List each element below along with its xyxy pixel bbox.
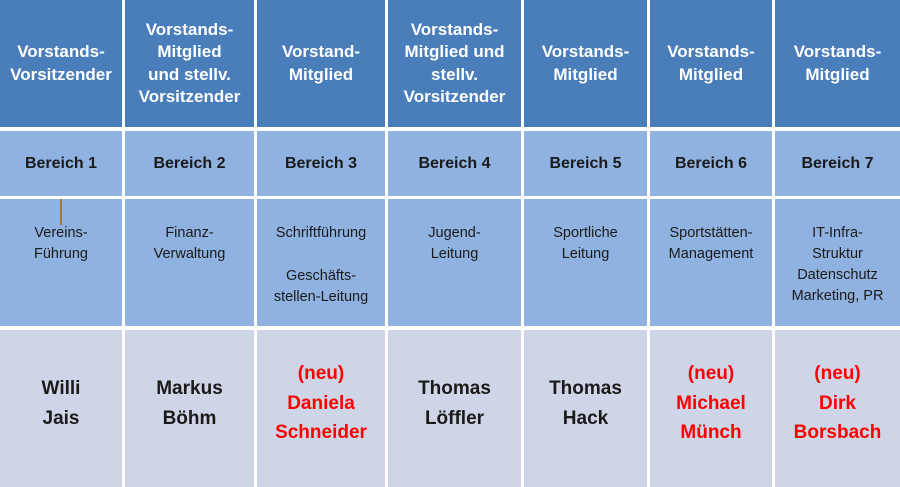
task-line: Schriftführung [275,225,367,241]
role-line: Mitglied [288,64,354,84]
task-line: Datenschutz [797,267,878,284]
person-name-line: Jais [42,407,80,429]
role-line: Vorsitzender [138,86,241,106]
task-line: Leitung [561,246,610,263]
task-line: IT-Infra- [812,225,863,241]
task-line: Jugend- [428,225,481,241]
person-name-line: Schneider [275,422,367,444]
task-line: Marketing, PR [791,288,884,305]
role-line: Mitglied [157,42,222,62]
role-line: Vorstands- [17,42,105,62]
person-name-line: Thomas [549,378,622,400]
new-badge: (neu) [297,363,345,385]
area-label: Bereich 5 [549,154,622,172]
person-name-line: Markus [156,378,223,400]
new-badge: (neu) [814,363,861,385]
area-label: Bereich 6 [674,154,748,172]
task-line: Leitung [430,246,479,263]
role-line: Mitglied [678,64,744,84]
task-line: Sportstätten- [669,225,753,241]
task-cell-1: Vereins- Führung [0,199,125,330]
task-line: Geschäfts- [285,268,357,285]
role-line: Mitglied [805,64,870,84]
role-cell-5: Vorstands-Mitglied [524,0,650,131]
task-line: stellen-Leitung [273,289,369,306]
role-cell-3: Vorstand-Mitglied [257,0,388,131]
role-line: Vorstands- [667,42,755,62]
area-cell-3: Bereich 3 [257,131,388,199]
area-label: Bereich 2 [153,154,226,172]
task-cell-2: Finanz- Verwaltung [125,199,257,330]
task-line: Führung [33,246,88,263]
area-label: Bereich 7 [801,154,874,172]
role-line: Mitglied und [404,42,505,62]
task-cell-6: Sportstätten- Management [650,199,775,330]
role-cell-6: Vorstands-Mitglied [650,0,775,131]
person-name-line: Dirk [819,392,856,414]
role-cell-1: Vorstands-Vorsitzender [0,0,125,131]
new-badge: (neu) [687,363,735,385]
task-cell-4: Jugend- Leitung [388,199,524,330]
task-line: Struktur [812,246,863,263]
area-label: Bereich 1 [24,154,98,172]
person-name-line: Michael [676,392,746,414]
person-name-line: Thomas [418,378,491,400]
person-name-line: Hack [562,407,609,429]
role-line: Vorstands- [410,19,499,39]
role-line: Vorstands- [793,42,882,62]
role-line: Vorsitzender [403,86,506,106]
role-header-row: Vorstands-Vorsitzender Vorstands-Mitglie… [0,0,900,131]
role-line: und stellv. [148,64,231,84]
area-row: Bereich 1 Bereich 2 Bereich 3 Bereich 4 … [0,131,900,199]
task-line: Finanz- [165,225,214,241]
connector-line-icon [60,199,62,225]
role-line: Vorsitzender [10,64,112,84]
area-cell-2: Bereich 2 [125,131,257,199]
task-line: Sportliche [553,225,618,241]
role-line: Vorstands- [145,19,234,39]
area-cell-5: Bereich 5 [524,131,650,199]
person-name-line: Willi [41,378,81,400]
person-name-line: Daniela [287,392,355,414]
area-cell-6: Bereich 6 [650,131,775,199]
person-name-line: Löffler [424,407,485,429]
person-name-line: Böhm [162,407,217,429]
area-label: Bereich 3 [284,154,358,172]
role-line: stellv. [431,64,478,84]
area-cell-7: Bereich 7 [775,131,900,199]
area-cell-1: Bereich 1 [0,131,125,199]
role-cell-7: Vorstands-Mitglied [775,0,900,131]
task-line: Verwaltung [153,246,226,263]
area-cell-4: Bereich 4 [388,131,524,199]
area-label: Bereich 4 [418,154,491,172]
role-line: Vorstand- [281,42,361,62]
task-row: Vereins- Führung Finanz- Verwaltung Schrif… [0,199,900,330]
role-line: Mitglied [553,64,618,84]
role-line: Vorstands- [541,42,630,62]
person-name-line: Borsbach [793,422,882,444]
task-line: Management [668,246,754,263]
person-name-line: Münch [680,422,742,444]
task-line: Vereins- [34,225,88,241]
